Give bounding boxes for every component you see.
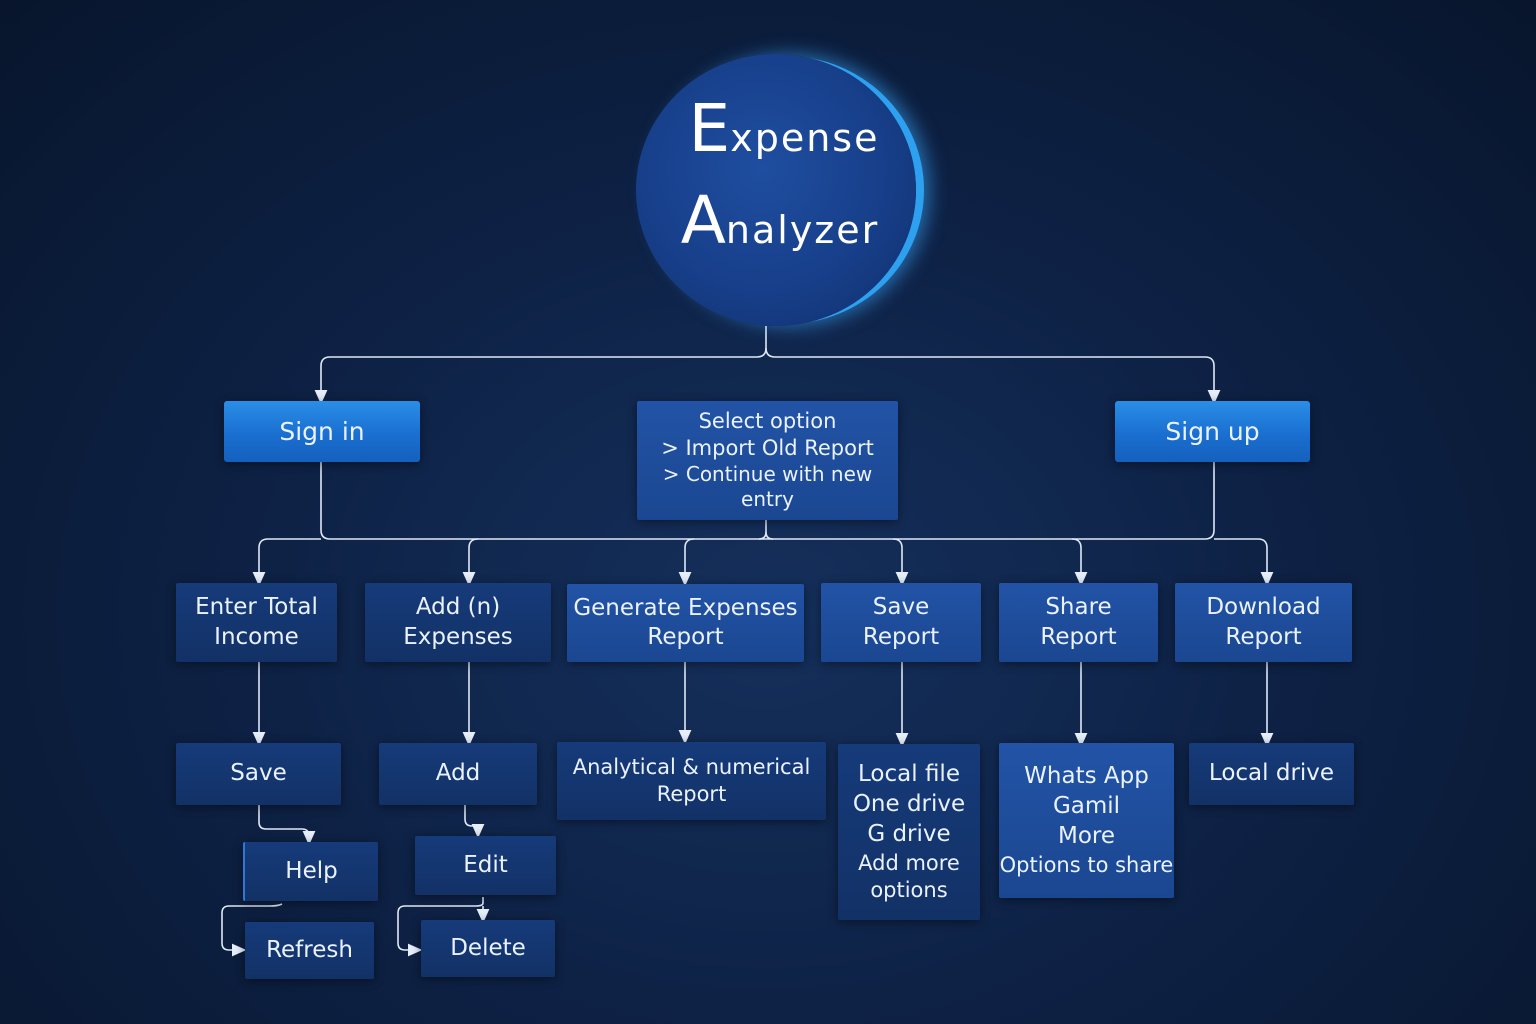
generate-report-line2: Report bbox=[647, 624, 724, 650]
save-target-local-file: Local file bbox=[858, 760, 960, 787]
edit-node[interactable]: Edit bbox=[415, 836, 556, 895]
download-report-line2: Report bbox=[1225, 623, 1302, 650]
sign-up-node[interactable]: Sign up bbox=[1115, 401, 1310, 462]
generate-report-node[interactable]: Generate Expenses Report bbox=[567, 584, 804, 662]
add-node[interactable]: Add bbox=[379, 743, 537, 805]
delete-label: Delete bbox=[450, 934, 526, 961]
add-expenses-node[interactable]: Add (n) Expenses bbox=[365, 583, 551, 662]
refresh-node[interactable]: Refresh bbox=[245, 922, 374, 979]
add-expenses-line2: Expenses bbox=[403, 623, 513, 650]
help-label: Help bbox=[285, 857, 338, 884]
analytical-report-node[interactable]: Analytical & numerical Report bbox=[557, 742, 826, 820]
select-option-node[interactable]: Select option > Import Old Report > Cont… bbox=[637, 401, 898, 520]
download-report-node[interactable]: Download Report bbox=[1175, 583, 1352, 662]
download-report-line1: Download bbox=[1206, 594, 1321, 621]
edit-label: Edit bbox=[463, 851, 508, 878]
save-report-line1: Save bbox=[872, 594, 930, 621]
select-option-continue: > Continue with new entry bbox=[662, 461, 873, 512]
share-target-options: Options to share bbox=[999, 852, 1174, 877]
generate-report-line1: Generate Expenses bbox=[573, 594, 798, 621]
share-report-node[interactable]: Share Report bbox=[999, 583, 1158, 662]
save-target-options: options bbox=[870, 877, 948, 902]
share-report-line2: Report bbox=[1040, 623, 1117, 650]
sign-in-label: Sign in bbox=[279, 416, 365, 446]
select-option-title: Select option bbox=[698, 409, 837, 434]
save-report-line2: Report bbox=[862, 623, 940, 650]
local-drive-label: Local drive bbox=[1208, 760, 1335, 787]
analytical-line2: Report bbox=[656, 782, 727, 806]
sign-in-node[interactable]: Sign in bbox=[224, 401, 420, 462]
analytical-line1: Analytical & numerical bbox=[572, 755, 811, 780]
help-node[interactable]: Help bbox=[243, 842, 378, 901]
title-line-expense: Expense bbox=[688, 90, 880, 167]
save-target-add-more: Add more bbox=[858, 850, 960, 875]
add-label: Add bbox=[435, 760, 481, 787]
save-report-node[interactable]: Save Report bbox=[821, 583, 981, 662]
save-target-g-drive: G drive bbox=[867, 820, 951, 847]
share-target-whatsapp: Whats App bbox=[1024, 763, 1149, 790]
local-drive-node[interactable]: Local drive bbox=[1189, 743, 1354, 805]
title-line-analyzer: Analyzer bbox=[680, 182, 880, 259]
share-report-line1: Share bbox=[1045, 594, 1112, 621]
refresh-label: Refresh bbox=[266, 936, 353, 963]
save-node[interactable]: Save bbox=[176, 743, 341, 805]
save-target-one-drive: One drive bbox=[852, 790, 966, 817]
enter-income-line1: Enter Total bbox=[195, 594, 318, 621]
select-option-import: > Import Old Report bbox=[661, 435, 874, 460]
sign-up-label: Sign up bbox=[1165, 416, 1260, 446]
app-title-circle: Expense Analyzer bbox=[636, 54, 916, 326]
delete-node[interactable]: Delete bbox=[421, 920, 555, 977]
enter-income-node[interactable]: Enter Total Income bbox=[176, 583, 337, 662]
save-targets-node[interactable]: Local file One drive G drive Add more op… bbox=[838, 744, 980, 920]
save-label: Save bbox=[230, 760, 287, 787]
add-expenses-line1: Add (n) bbox=[415, 594, 501, 621]
share-target-more: More bbox=[1057, 822, 1116, 849]
share-targets-node[interactable]: Whats App Gamil More Options to share bbox=[999, 743, 1174, 898]
enter-income-line2: Income bbox=[214, 623, 299, 650]
share-target-gamil: Gamil bbox=[1052, 792, 1121, 819]
